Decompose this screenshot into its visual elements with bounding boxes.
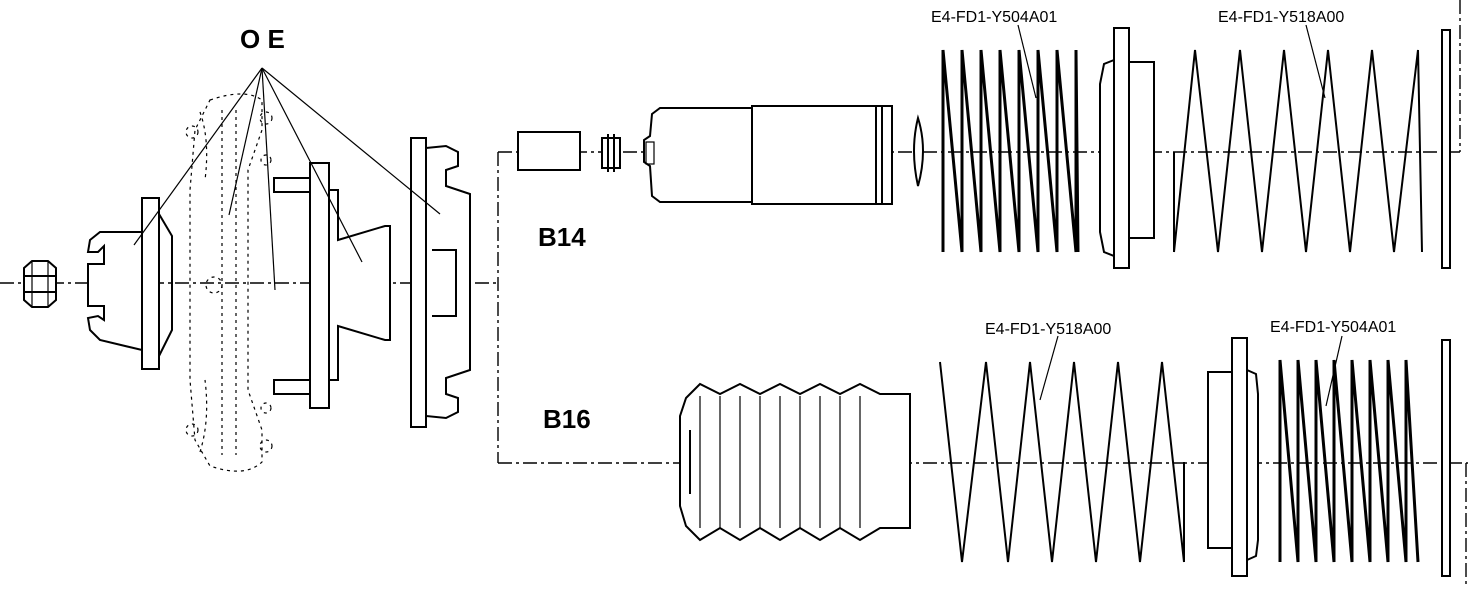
- top-nut: [23, 260, 57, 308]
- b14-spring-2-part-number: E4-FD1-Y518A00: [1218, 9, 1344, 26]
- b14-bump-stop: [517, 131, 581, 171]
- b14-spring-1-leader: [1017, 24, 1037, 99]
- top-mount-cup: [86, 197, 173, 370]
- b16-spring-1-part-number: E4-FD1-Y518A00: [985, 321, 1111, 338]
- b16-end-washer: [1441, 339, 1451, 577]
- oe-label: O E: [240, 24, 285, 54]
- b14-end-washer: [1441, 29, 1451, 269]
- b14-spring-2: [1173, 49, 1423, 253]
- b16-label: B16: [543, 404, 591, 434]
- b14-label: B14: [538, 222, 586, 252]
- b14-spring-2-leader: [1305, 24, 1326, 99]
- b16-spring-1-leader: [1039, 335, 1059, 401]
- b16-spring-adapter: [1207, 337, 1259, 577]
- b14-spring-1: [941, 49, 1080, 253]
- b16-spring-2: [1278, 359, 1420, 563]
- b14-dust-boot: [643, 105, 893, 205]
- mount-plate: [273, 162, 391, 409]
- oe-leader-lines: [133, 67, 441, 291]
- b14-spring-1-part-number: E4-FD1-Y504A01: [931, 9, 1057, 26]
- b14-bushing: [601, 134, 621, 172]
- b14-small-ring: [913, 114, 924, 187]
- oe-strut-mount: [185, 93, 273, 472]
- upper-spring-seat: [410, 137, 471, 428]
- b16-spring-2-part-number: E4-FD1-Y504A01: [1270, 319, 1396, 336]
- b14-spring-adapter: [1099, 27, 1155, 269]
- b16-spring-1: [939, 361, 1185, 563]
- b16-spring-2-leader: [1325, 335, 1343, 407]
- b16-dust-boot: [679, 382, 911, 542]
